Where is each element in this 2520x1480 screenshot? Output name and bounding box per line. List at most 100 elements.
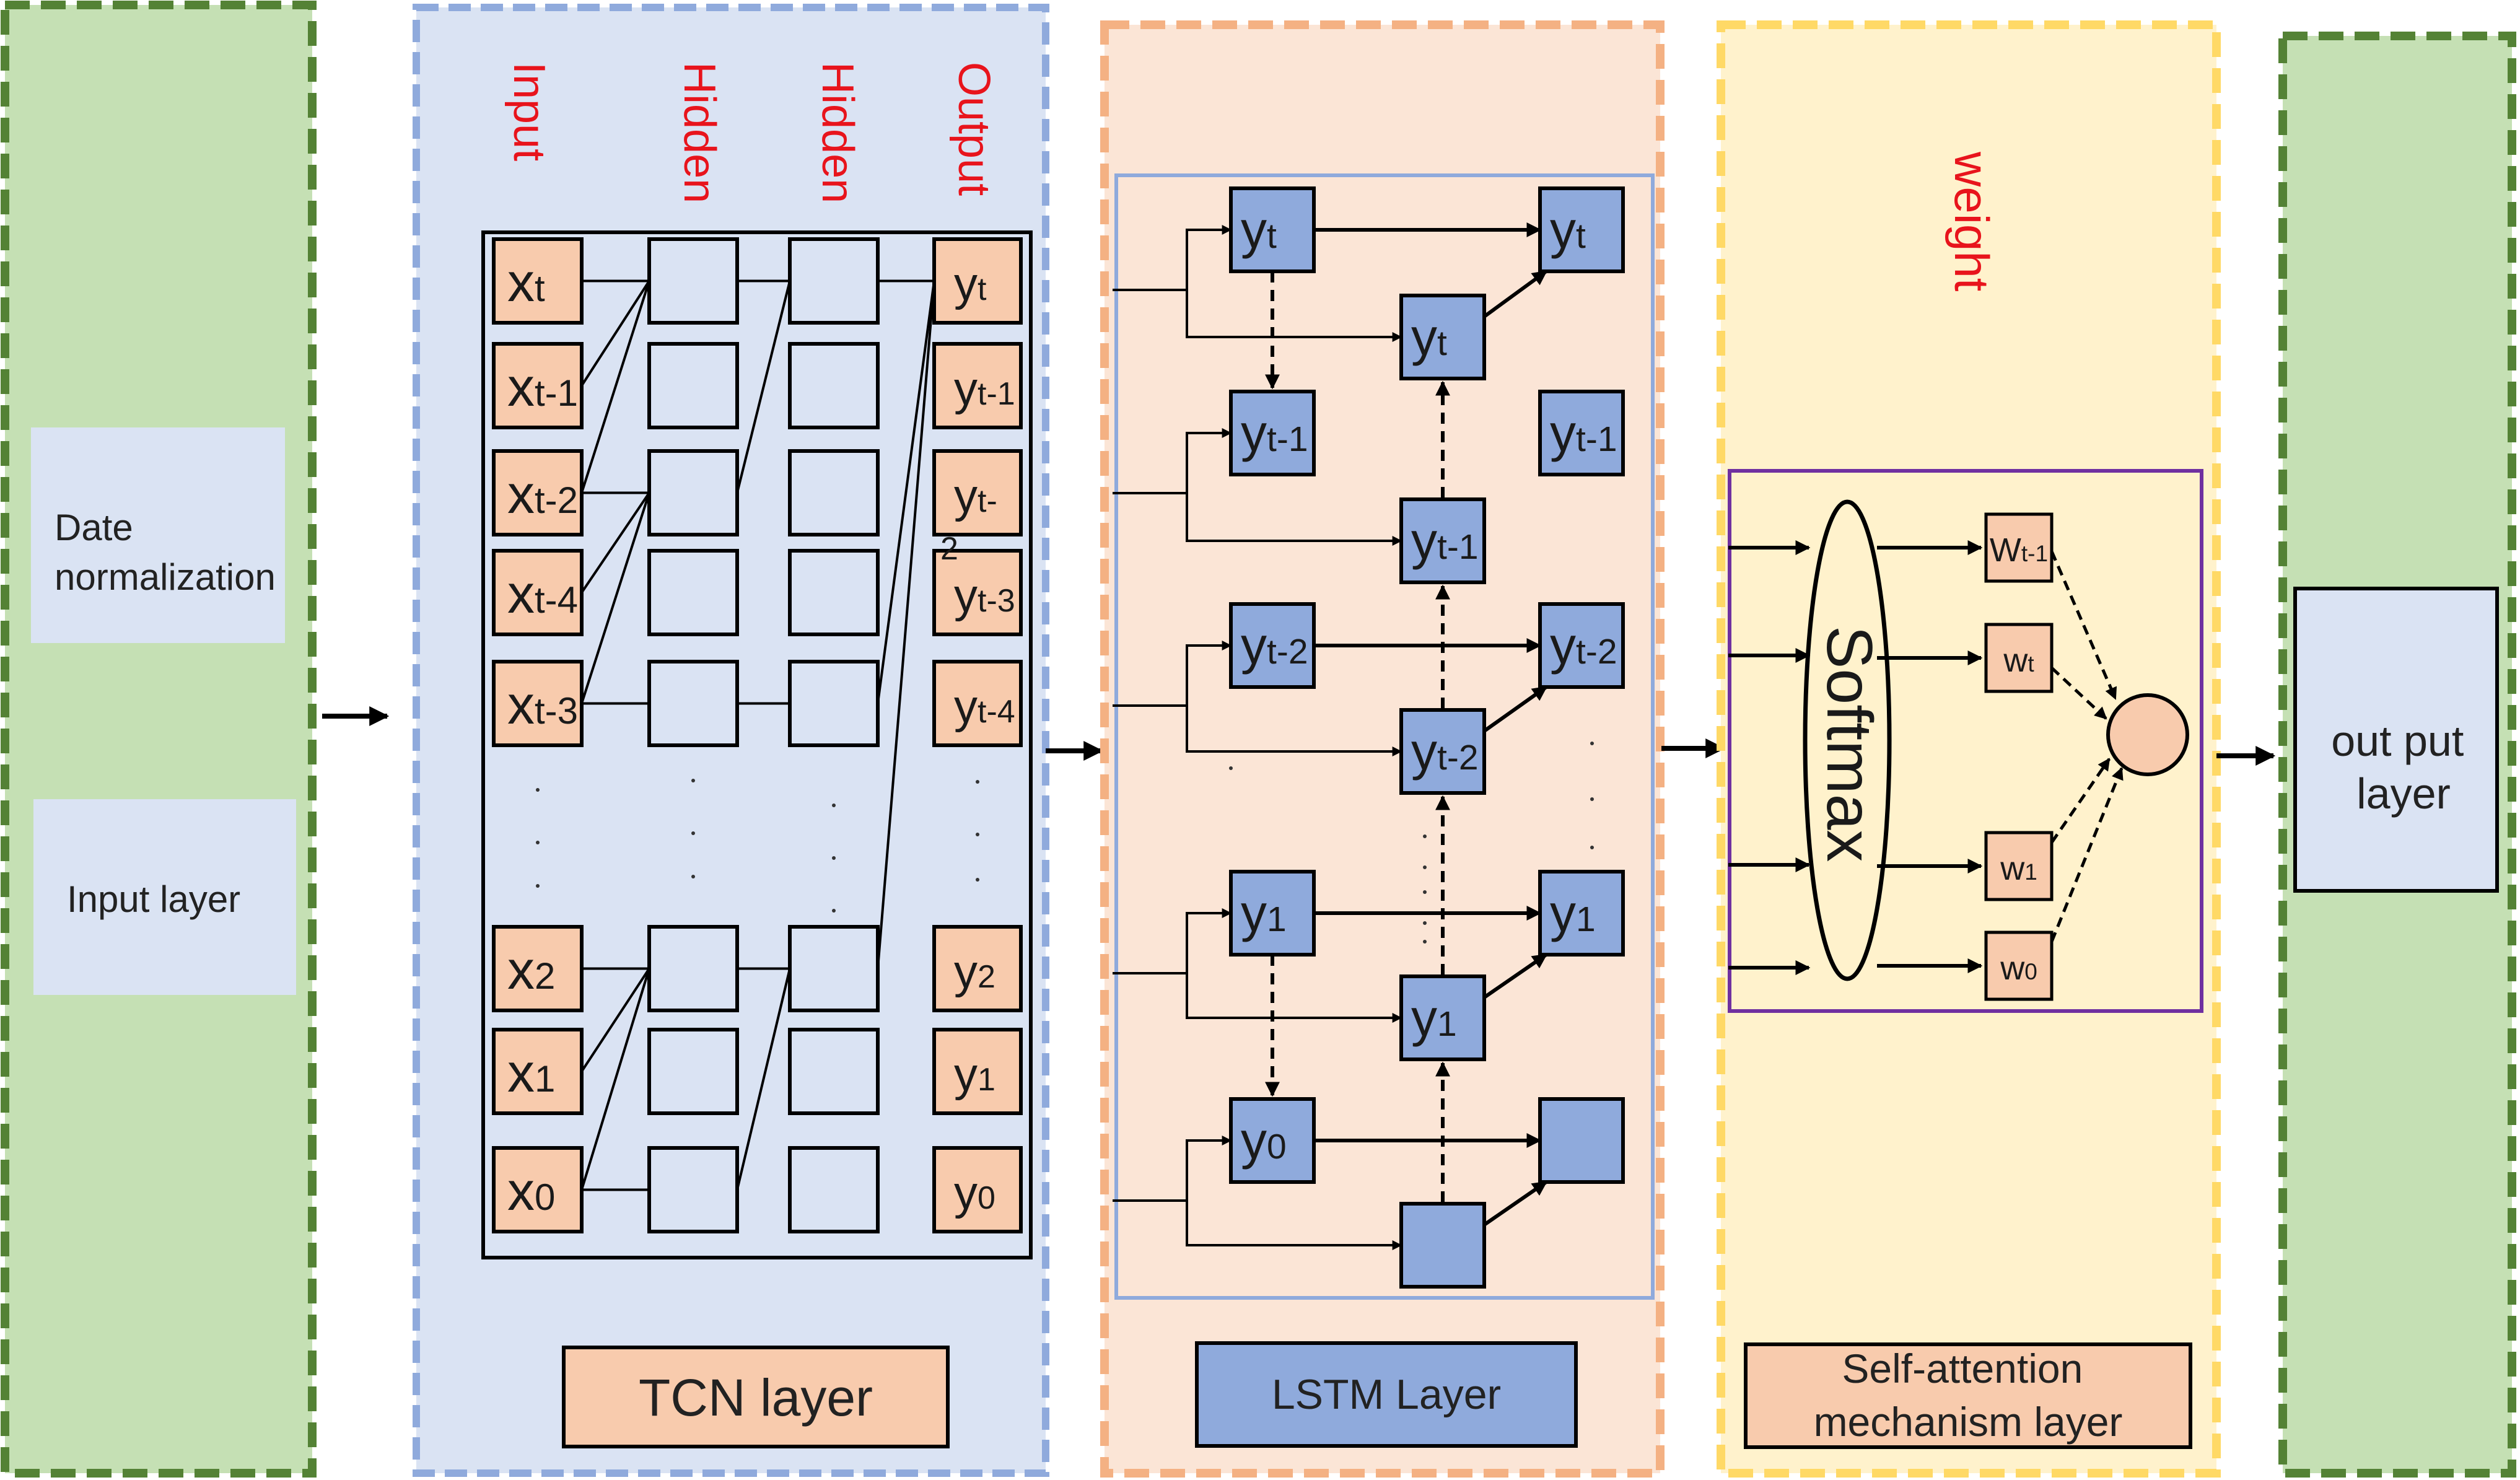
tcn-input-label: x1 [507, 1042, 555, 1103]
output-layer-box [2293, 587, 2499, 893]
attention-inner-frame [1728, 469, 2203, 1013]
tcn-output-node [932, 660, 1023, 747]
ellipsis-dot [536, 841, 540, 844]
lstm-left-node [1229, 602, 1316, 689]
ellipsis-dot [1423, 921, 1427, 925]
tcn-col-hidden2-label: Hidden [813, 62, 862, 203]
tcn-input-label: xt [507, 252, 545, 313]
tcn-input-label: xt-1 [507, 356, 578, 418]
lstm-left-node-label: y0 [1241, 1111, 1287, 1170]
ellipsis-dot [832, 856, 836, 860]
connector-line [2050, 551, 2117, 700]
ellipsis-dot [832, 909, 836, 913]
tcn-title-box [562, 1346, 950, 1448]
tcn-col-input-label: Input [504, 62, 554, 161]
lstm-left-node [1229, 1097, 1316, 1184]
lstm-right-node [1538, 602, 1625, 689]
connector-line [1483, 269, 1547, 318]
lstm-title-box [1195, 1341, 1578, 1448]
connector-line [877, 281, 935, 969]
attention-title: Self-attention mechanism layer [1814, 1346, 2123, 1445]
tcn-output-label: yt-3 [954, 569, 1015, 622]
tcn-output-label: y0 [954, 1167, 995, 1219]
lstm-left-node-label: y1 [1241, 884, 1287, 942]
tcn-input-label: xt-4 [507, 563, 578, 624]
tcn-output-label: y2 [954, 945, 995, 998]
tcn-hidden1-cell [647, 342, 739, 429]
tcn-input-label: x2 [507, 939, 555, 1001]
tcn-output-label: y1 [954, 1048, 995, 1101]
attention-title-box [1744, 1342, 2192, 1449]
tcn-hidden1-cell [647, 1028, 739, 1115]
tcn-input-label: x0 [507, 1160, 555, 1222]
lstm-right-node [1538, 186, 1625, 273]
lstm-right-node-label: yt-1 [1550, 404, 1617, 462]
lstm-mid-node-label: yt [1411, 308, 1447, 366]
output-layer-label: out put layer [2331, 717, 2476, 818]
ellipsis-dot [1229, 766, 1233, 770]
ellipsis-dot [691, 831, 695, 835]
tcn-hidden2-cell [788, 549, 880, 636]
date-normalization-label: Date normalization [55, 507, 276, 598]
connector-line [2050, 758, 2111, 844]
sum-node [2106, 693, 2189, 776]
input-layer-label: Input layer [67, 878, 240, 920]
ellipsis-dot [976, 833, 979, 836]
tcn-output-label: yt- [954, 470, 997, 522]
connector-line [736, 281, 791, 493]
lstm-title: LSTM Layer [1272, 1371, 1501, 1418]
connector-line [1186, 1136, 1232, 1201]
date-normalization-box [31, 427, 285, 643]
connector-line [1483, 953, 1547, 999]
tcn-col-hidden1-label: Hidden [675, 62, 724, 203]
lstm-inner-frame [1114, 173, 1655, 1300]
ellipsis-dot [1423, 865, 1427, 869]
weight-node [1984, 930, 2054, 1001]
connector-line [580, 968, 650, 1191]
ellipsis-dot [691, 875, 695, 878]
tcn-input-label: xt-2 [507, 463, 578, 525]
weight-label: weight [1945, 151, 1999, 292]
connector-line [1186, 908, 1232, 973]
weight-node-label: w1 [2000, 850, 2037, 887]
ellipsis-dot [1590, 797, 1594, 801]
tcn-input-node [492, 925, 584, 1012]
tcn-hidden2-cell [788, 1028, 880, 1115]
tcn-title: TCN layer [639, 1368, 873, 1427]
ellipsis-dot [536, 788, 540, 792]
connector-line [1186, 1201, 1402, 1250]
tcn-output-node [932, 342, 1023, 429]
tcn-hidden2-cell [788, 449, 880, 536]
connector-line [736, 968, 791, 1190]
tcn-output-label: yt-4 [954, 680, 1015, 733]
lstm-mid-node-label: yt-2 [1411, 722, 1479, 781]
lstm-left-node-label: yt-1 [1241, 404, 1308, 462]
ellipsis-dot [1590, 846, 1594, 849]
lstm-right-node-label: yt-2 [1550, 616, 1617, 675]
lstm-right-node-label: y1 [1550, 884, 1596, 942]
lstm-mid-node-label: yt-1 [1411, 512, 1479, 570]
connector-line [1186, 225, 1232, 290]
tcn-hidden2-cell [788, 342, 880, 429]
tcn-hidden1-cell [647, 549, 739, 636]
ellipsis-dot [691, 779, 695, 782]
ellipsis-dot [976, 878, 979, 882]
weight-node [1984, 623, 2054, 693]
tcn-output-stray-digit: 2 [940, 531, 958, 567]
connector-line [1186, 706, 1402, 756]
tcn-output-node [932, 237, 1023, 325]
softmax-ellipse [1803, 499, 1892, 981]
ellipsis-dot [1423, 834, 1427, 838]
output-panel: out put layer [2278, 32, 2516, 1478]
input-layer-box [33, 799, 296, 995]
connector-line [580, 968, 650, 1072]
tcn-output-node [932, 1146, 1023, 1233]
weight-node [1984, 512, 2054, 583]
lstm-left-node [1229, 390, 1316, 476]
lstm-mid-node [1399, 1202, 1486, 1289]
lstm-mid-node [1399, 974, 1486, 1061]
tcn-hidden2-cell [788, 1146, 880, 1233]
tcn-col-output-label: Output [949, 62, 999, 196]
tcn-output-node [932, 1028, 1023, 1115]
